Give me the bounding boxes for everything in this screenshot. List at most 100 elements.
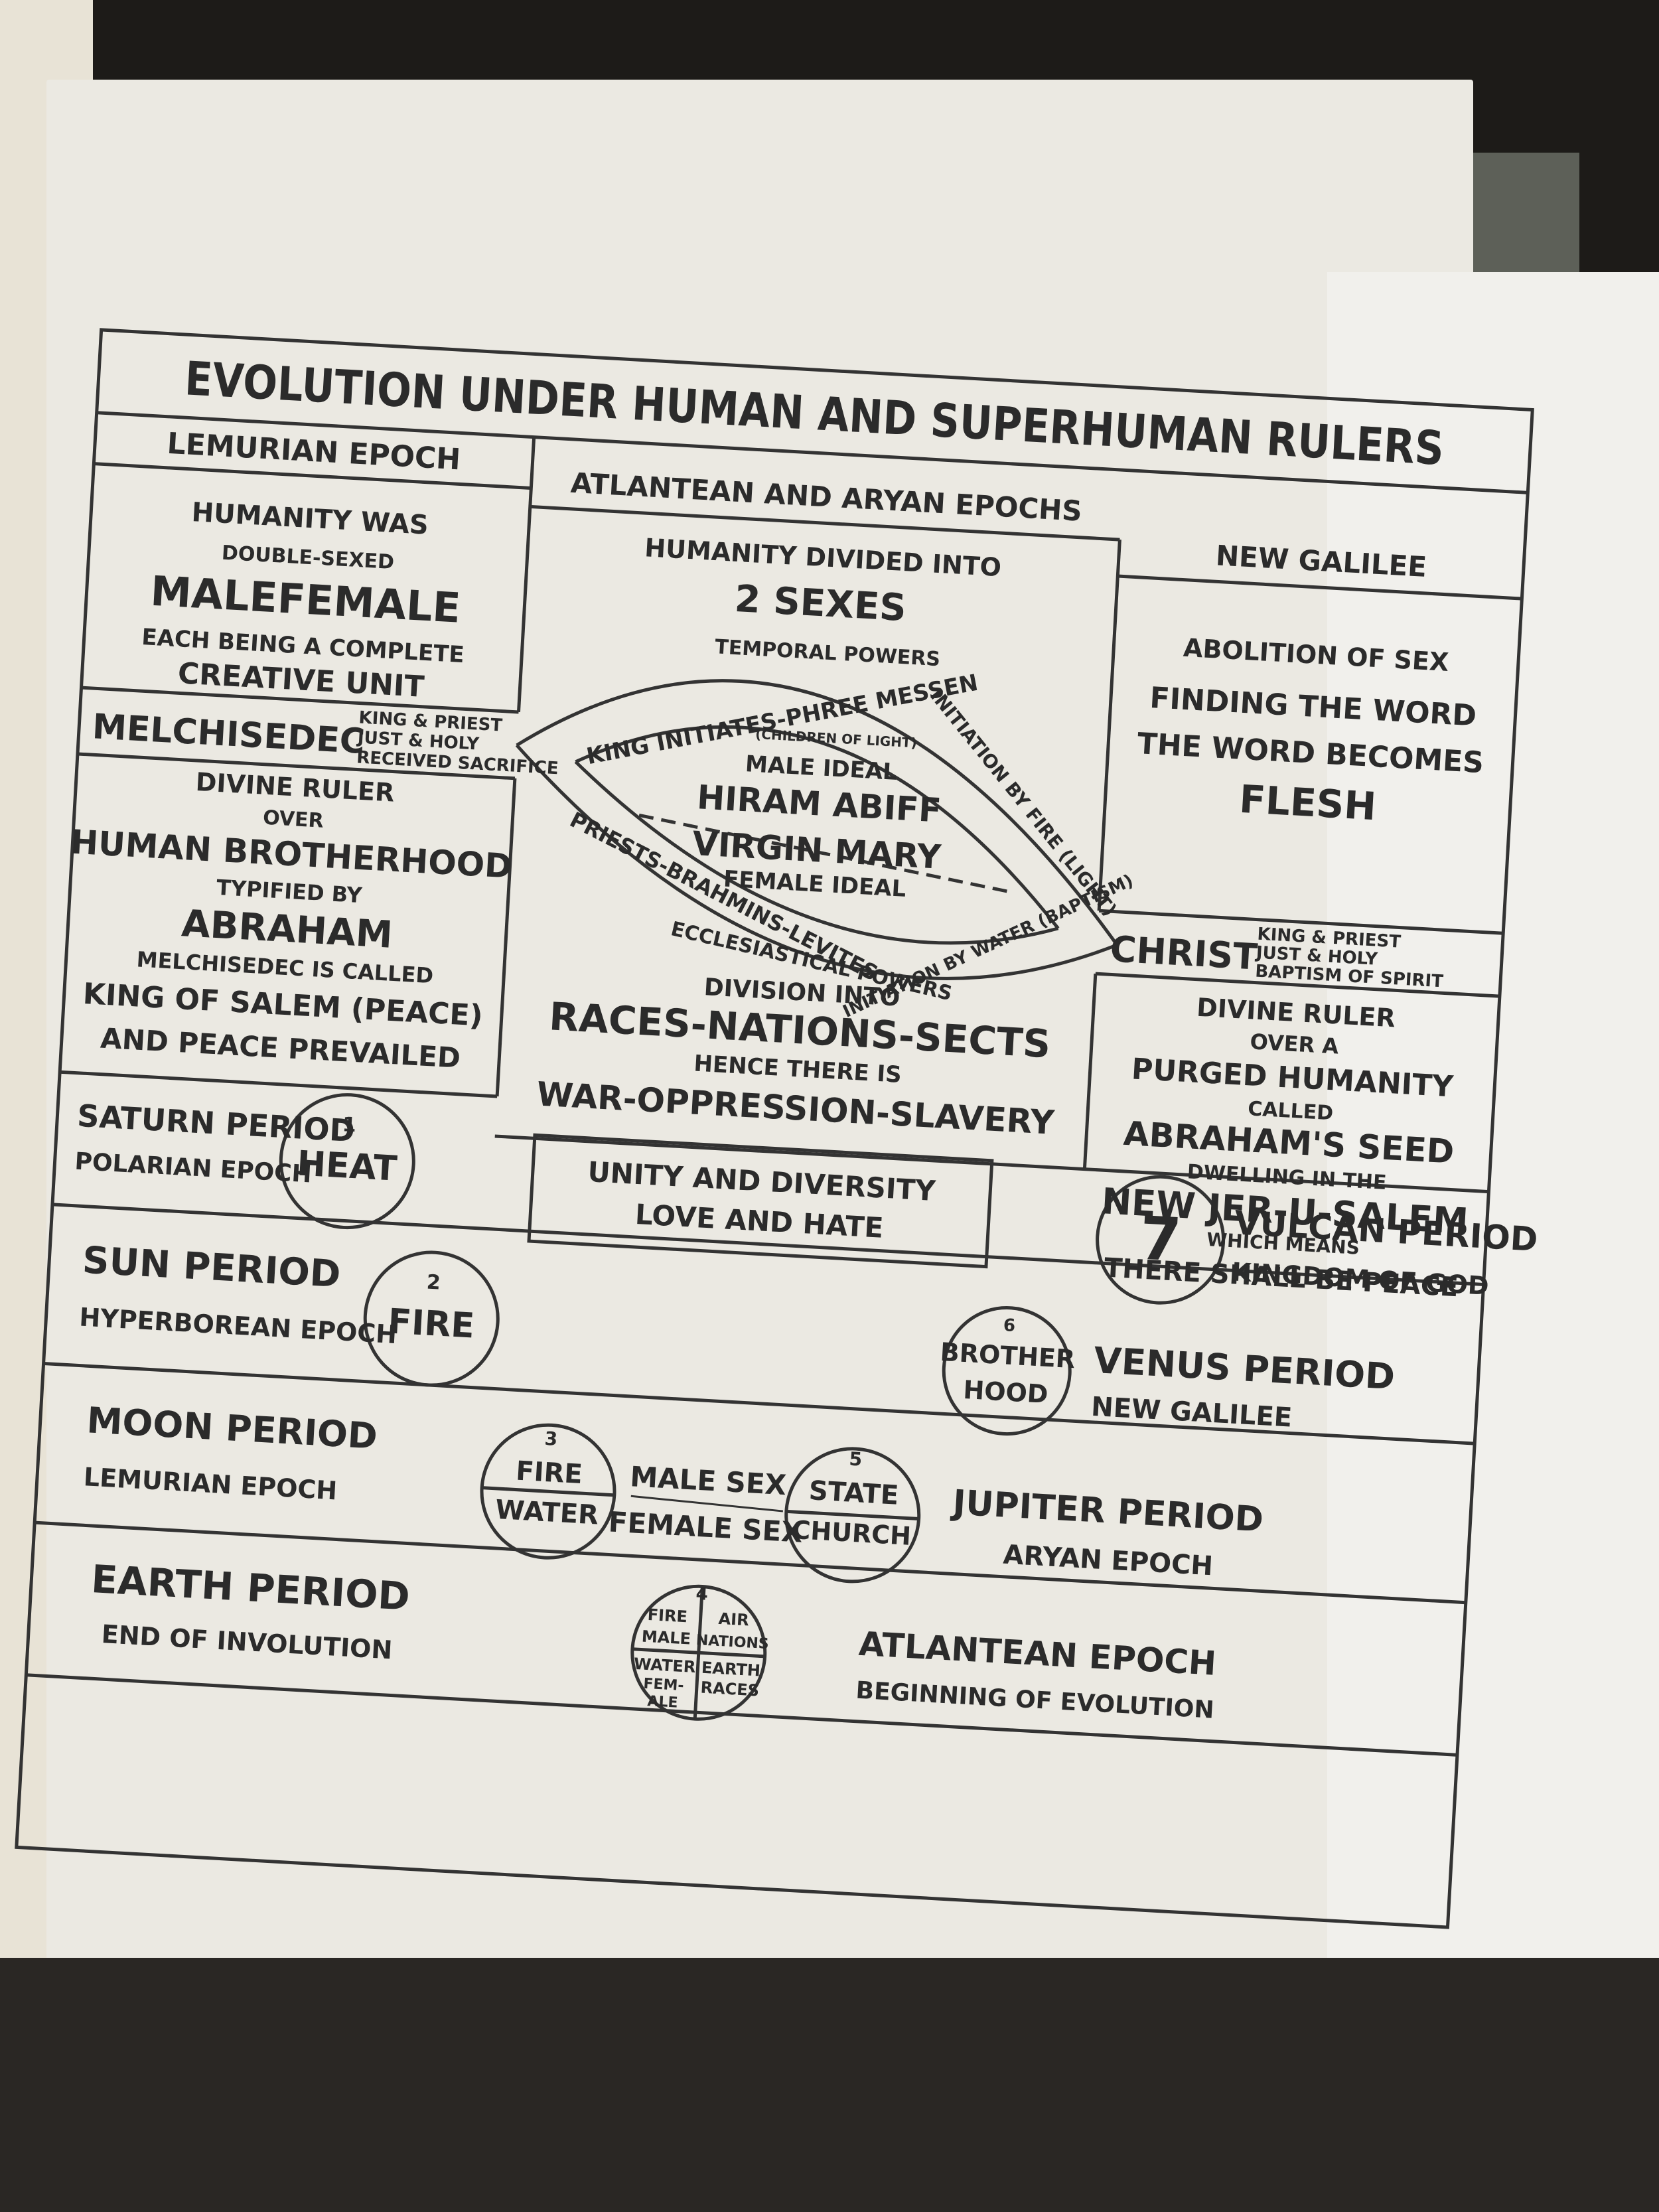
vesica-outer-top (516, 679, 1119, 946)
earth-fem: FEM- (643, 1676, 684, 1694)
atlantean-header: ATLANTEAN AND ARYAN EPOCHS (570, 467, 1083, 528)
left-mid-line8: AND PEACE PREVAILED (100, 1022, 461, 1074)
table-shadow (0, 1958, 1659, 2212)
outer-frame (15, 328, 1534, 1929)
sun-circle (363, 1250, 500, 1387)
earth-ale: ALE (647, 1693, 678, 1712)
right-mid-line4: CALLED (1247, 1097, 1334, 1125)
atlantean-row-sub: BEGINNING OF EVOLUTION (855, 1677, 1215, 1724)
jupiter-circle-divider (787, 1509, 918, 1520)
saturn-epoch: POLARIAN EPOCH (74, 1148, 312, 1189)
row-rule-1 (52, 1203, 1484, 1286)
earth-circle (630, 1584, 767, 1721)
left-mid-bottom-rule (59, 1070, 498, 1098)
left-mid-line5: ABRAHAM (180, 902, 394, 957)
atlantean-line2: 2 SEXES (733, 577, 907, 630)
melchisedec-top-rule (81, 686, 519, 714)
col-div-2-bottom (1082, 973, 1098, 1169)
right-mid-line2: OVER A (1250, 1029, 1340, 1059)
vulcan-circle (1096, 1175, 1226, 1305)
left-mid-line1: DIVINE RULER (195, 767, 396, 808)
lemurian-line1: HUMANITY WAS (191, 497, 429, 541)
venus-top: BROTHER (940, 1337, 1076, 1374)
moon-name: MOON PERIOD (86, 1399, 378, 1457)
vesica-inner-bottom (574, 761, 1059, 945)
jupiter-number: 5 (849, 1448, 863, 1471)
atlantean-line1: HUMANITY DIVIDED INTO (644, 533, 1002, 582)
unity-line2: LOVE AND HATE (634, 1198, 885, 1244)
melchisedec-bottom-rule (77, 752, 516, 780)
moon-epoch: LEMURIAN EPOCH (83, 1462, 338, 1505)
left-mid-line4: TYPIFIED BY (216, 875, 363, 908)
row-rule-2 (43, 1362, 1475, 1445)
right-mid-line1: DIVINE RULER (1196, 993, 1396, 1033)
period-circles (279, 1093, 1226, 1721)
moon-bottom: WATER (494, 1495, 599, 1531)
christ-name: CHRIST (1109, 928, 1259, 978)
left-mid-line2: OVER (262, 806, 324, 833)
jupiter-name: JUPITER PERIOD (950, 1483, 1264, 1540)
galilee-line1: ABOLITION OF SEX (1183, 633, 1449, 677)
row-rule-4 (26, 1673, 1458, 1757)
melchisedec-name: MELCHISEDEC (92, 707, 366, 762)
christ-bottom-rule (1095, 972, 1500, 998)
vesica-shape (515, 679, 1119, 980)
atlantean-row-name: ATLANTEAN EPOCH (858, 1625, 1218, 1683)
galilee-header-rule (1118, 574, 1522, 601)
atlantean-header-rule (530, 504, 1120, 542)
jupiter-epoch: ARYAN EPOCH (1002, 1540, 1214, 1582)
earth-epoch: END OF INVOLUTION (101, 1619, 394, 1664)
earth-number: 4 (695, 1584, 709, 1605)
female-sex-label: FEMALE SEX (608, 1505, 804, 1548)
center-mid-line4: WAR-OPPRESSION-SLAVERY (536, 1074, 1056, 1142)
lemurian-line2: DOUBLE-SEXED (221, 542, 395, 574)
earth-air: AIR (718, 1609, 749, 1630)
left-mid-line3: HUMAN BROTHERHOOD (70, 823, 513, 886)
earth-earth: EARTH (701, 1659, 760, 1680)
male-sex-label: MALE SEX (629, 1460, 787, 1501)
moon-circle (480, 1423, 616, 1560)
venus-number: 6 (1003, 1315, 1016, 1336)
male-ideal: MALE IDEAL (745, 751, 898, 786)
moon-circle-divider (483, 1486, 613, 1497)
col-div-2-top (1097, 539, 1121, 911)
lemurian-line3: MALEFEMALE (149, 567, 462, 632)
vesica-outer-bottom (515, 744, 1118, 980)
right-mid-line5: ABRAHAM'S SEED (1122, 1114, 1455, 1171)
sun-number: 2 (426, 1271, 441, 1295)
col-div-1-bottom (495, 778, 517, 1097)
sex-divider (630, 1495, 784, 1512)
hiram-abiff: HIRAM ABIFF (696, 778, 942, 830)
moon-number: 3 (544, 1428, 558, 1450)
title-rule (96, 411, 1528, 494)
galilee-line3: THE WORD BECOMES (1137, 727, 1485, 780)
venus-name: VENUS PERIOD (1093, 1339, 1396, 1398)
saturn-number: 1 (342, 1113, 357, 1137)
diagram-plate: EVOLUTION UNDER HUMAN AND SUPERHUMAN RUL… (15, 328, 1539, 1929)
venus-bottom: HOOD (962, 1375, 1048, 1409)
earth-fire: FIRE (647, 1605, 688, 1626)
earth-circle-vdivider (693, 1587, 704, 1718)
jupiter-top: STATE (808, 1475, 900, 1511)
diagram-lines (15, 328, 1534, 1929)
right-mid-line3: PURGED HUMANITY (1131, 1052, 1455, 1104)
vulcan-number: 7 (1137, 1204, 1183, 1276)
earth-name: EARTH PERIOD (90, 1556, 411, 1619)
lemurian-header-rule (94, 462, 532, 490)
temporal-powers: TEMPORAL POWERS (714, 635, 940, 671)
vesica-divider (638, 813, 1014, 895)
venus-epoch: NEW GALILEE (1090, 1392, 1293, 1434)
vesica-inner-top (575, 725, 1060, 930)
row-rule-3 (35, 1520, 1466, 1605)
galilee-line4: FLESH (1238, 776, 1378, 829)
jupiter-bottom: CHURCH (791, 1515, 912, 1551)
sun-word: FIRE (387, 1301, 476, 1346)
sun-epoch: HYPERBOREAN EPOCH (78, 1302, 397, 1349)
saturn-word: HEAT (296, 1143, 398, 1189)
earth-male: MALE (641, 1627, 691, 1648)
venus-circle (942, 1306, 1072, 1436)
jupiter-circle (784, 1447, 921, 1584)
galilee-line2: FINDING THE WORD (1149, 681, 1477, 733)
earth-races: RACES (700, 1678, 760, 1700)
